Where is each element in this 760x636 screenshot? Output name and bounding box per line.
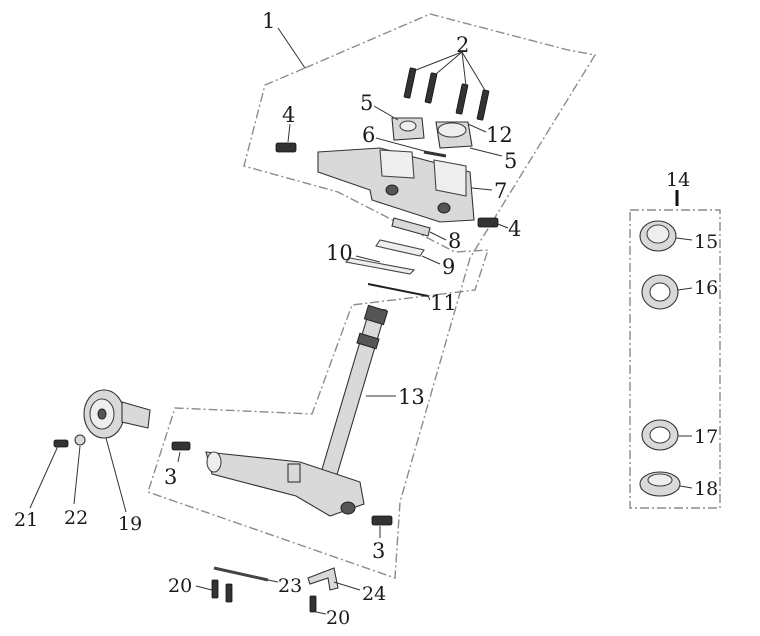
callout-14: 14 [666, 169, 690, 191]
horn-19 [83, 389, 151, 439]
bracket-24 [307, 567, 339, 591]
bearing-kit-outline [629, 209, 721, 509]
callout-16: 16 [694, 277, 718, 299]
callout-20-right: 20 [326, 607, 350, 629]
callout-24: 24 [362, 583, 386, 605]
callout-2: 2 [456, 33, 469, 57]
callout-4-right: 4 [508, 217, 521, 241]
bearing-race-15 [639, 220, 677, 252]
callout-8: 8 [448, 229, 461, 253]
callout-23: 23 [278, 575, 302, 597]
callout-22: 22 [64, 507, 88, 529]
washer-10 [344, 257, 416, 275]
callout-6: 6 [362, 123, 375, 147]
top-bolts [403, 67, 490, 121]
screw-20-right [309, 595, 317, 613]
horn-washer-22 [74, 434, 86, 446]
handlebar-clamps [391, 117, 473, 149]
callout-10: 10 [326, 241, 353, 265]
callout-3-left: 3 [164, 465, 177, 489]
nut-8 [391, 217, 431, 237]
callout-15: 15 [694, 231, 718, 253]
horn-bolt-21 [53, 439, 69, 448]
callout-17: 17 [694, 426, 718, 448]
leader-lines [29, 27, 693, 615]
callout-21: 21 [14, 509, 38, 531]
upper-bracket [317, 147, 475, 223]
side-bolt-left [275, 142, 297, 153]
bottom-bolt-left [171, 441, 191, 451]
ball-bearing-16 [641, 274, 679, 310]
callout-18: 18 [694, 478, 718, 500]
screw-20-left-a [211, 579, 219, 599]
callout-4-left: 4 [282, 103, 295, 127]
screw-20-left-b [225, 583, 233, 603]
callout-5-right: 5 [504, 149, 517, 173]
callout-9: 9 [442, 255, 455, 279]
callout-7: 7 [494, 179, 507, 203]
callout-20-left: 20 [168, 575, 192, 597]
washer-9 [375, 239, 425, 257]
callout-19: 19 [118, 513, 142, 535]
rod-23 [213, 566, 269, 582]
callout-12: 12 [486, 123, 513, 147]
callout-5-left: 5 [360, 91, 373, 115]
spacer-6 [423, 150, 447, 158]
bearing-race-18 [639, 471, 681, 497]
main-assembly-outline [147, 13, 597, 579]
callout-1: 1 [262, 9, 275, 33]
ball-bearing-17 [641, 419, 679, 451]
side-bolt-right [477, 217, 499, 228]
callout-13: 13 [398, 385, 425, 409]
steering-stem [205, 304, 389, 517]
bottom-bolt-right [371, 515, 393, 526]
callout-3-right: 3 [372, 539, 385, 563]
ring-11 [367, 283, 429, 297]
callout-11: 11 [430, 291, 457, 315]
